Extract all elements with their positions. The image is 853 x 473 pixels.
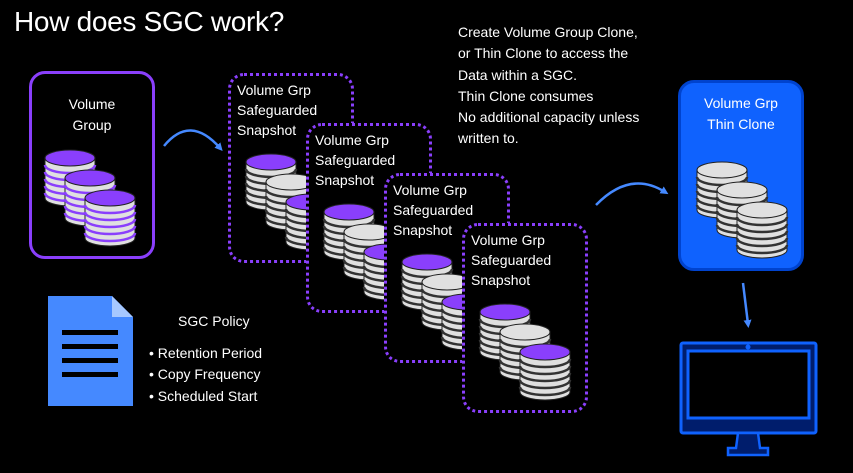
- disk-stack-icon: [518, 343, 572, 401]
- policy-item: • Retention Period: [149, 344, 263, 361]
- snapshot-line1: Volume Grp: [237, 82, 311, 98]
- thin-clone-label: Volume Grp Thin Clone: [681, 93, 801, 135]
- snapshot-line2: Safeguarded: [237, 102, 318, 118]
- thin-clone-line1: Volume Grp: [704, 95, 778, 111]
- snapshot-label: Volume Grp Safeguarded Snapshot: [393, 180, 473, 240]
- snapshot-label: Volume Grp Safeguarded Snapshot: [471, 230, 551, 290]
- policy-item: • Copy Frequency: [149, 366, 261, 382]
- thin-clone-line2: Thin Clone: [707, 116, 775, 132]
- snapshot-line2: Safeguarded: [471, 252, 552, 268]
- document-icon: [48, 296, 133, 406]
- disk-group: [478, 303, 572, 401]
- note-line: Create Volume Group Clone,: [458, 24, 638, 40]
- monitor-icon: [679, 341, 818, 457]
- clone-note: Create Volume Group Clone, or Thin Clone…: [458, 22, 639, 150]
- note-line: written to.: [458, 130, 519, 147]
- snapshot-line2: Safeguarded: [315, 152, 396, 168]
- policy-item-text: Retention Period: [157, 344, 263, 361]
- snapshot-line1: Volume Grp: [471, 232, 545, 248]
- snapshot-label: Volume Grp Safeguarded Snapshot: [237, 80, 317, 140]
- snapshot-line3: Snapshot: [237, 122, 297, 138]
- note-line: Thin Clone consumes: [458, 87, 594, 104]
- note-line: Data within a SGC.: [458, 66, 578, 83]
- snapshot-line3: Snapshot: [471, 272, 531, 288]
- volume-group-box: Volume Group: [29, 71, 155, 259]
- disk-stack-icon: [735, 201, 789, 259]
- volume-group-label: Volume Group: [32, 94, 152, 136]
- arrow-icon: [595, 182, 669, 206]
- snapshot-line2: Safeguarded: [393, 202, 474, 218]
- disk-group: [695, 161, 789, 259]
- arrow-icon: [741, 282, 752, 328]
- disk-stack-icon: [83, 189, 137, 247]
- disk-group: [43, 149, 137, 247]
- arrow-icon: [163, 129, 223, 151]
- policy-item-text: Scheduled Start: [157, 387, 258, 404]
- policy-item-text: Copy Frequency: [157, 366, 261, 382]
- volume-group-line2: Group: [72, 117, 112, 133]
- snapshot-line1: Volume Grp: [315, 132, 389, 148]
- note-line: No additional capacity unless: [458, 109, 640, 126]
- volume-group-line1: Volume: [68, 96, 116, 112]
- slide-title: How does SGC work?: [14, 6, 285, 37]
- note-line: or Thin Clone to access the: [458, 45, 629, 62]
- snapshot-line3: Snapshot: [393, 222, 453, 238]
- policy-item: • Scheduled Start: [149, 387, 258, 404]
- snapshot-line3: Snapshot: [315, 172, 375, 188]
- sgc-policy: SGC Policy • Retention Period • Copy Fre…: [149, 311, 262, 407]
- policy-heading: SGC Policy: [178, 313, 250, 329]
- snapshot-card-4: Volume Grp Safeguarded Snapshot: [462, 223, 588, 413]
- snapshot-label: Volume Grp Safeguarded Snapshot: [315, 130, 395, 190]
- thin-clone-box: Volume Grp Thin Clone: [678, 80, 804, 271]
- snapshot-line1: Volume Grp: [393, 182, 467, 198]
